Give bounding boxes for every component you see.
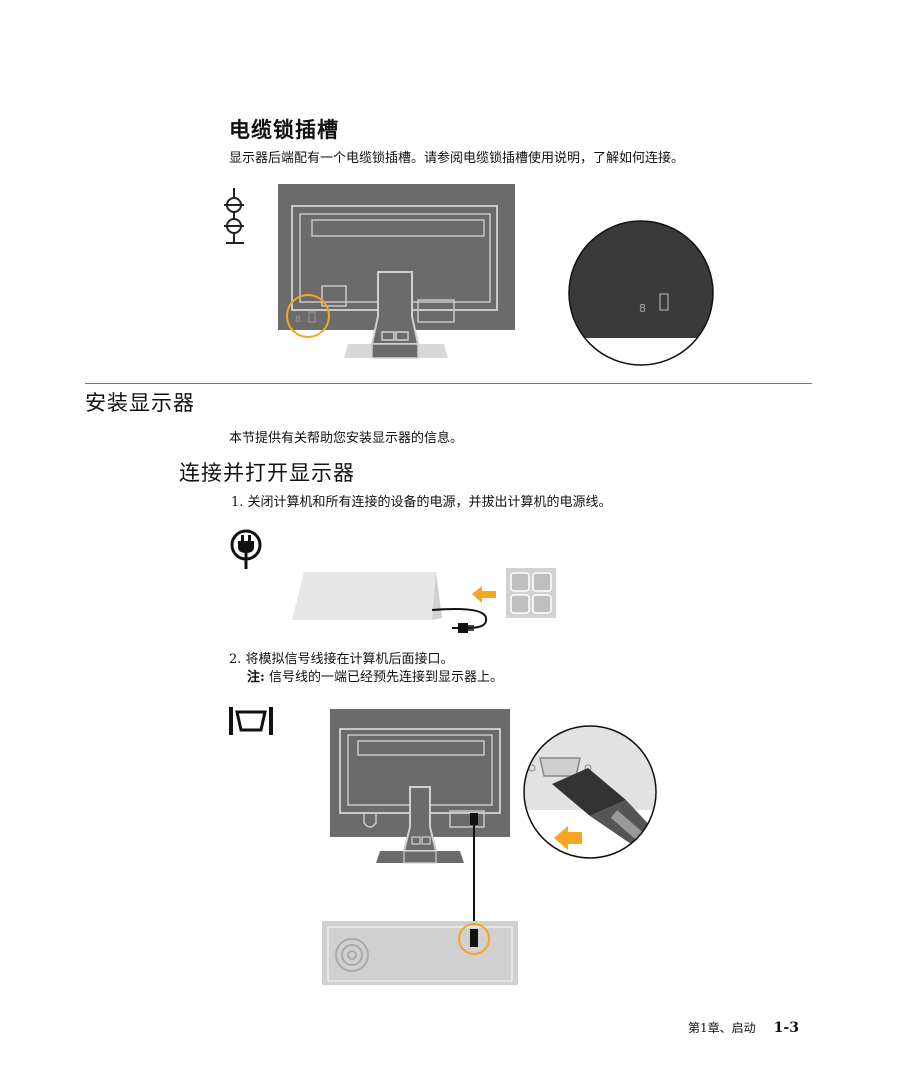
section-title-setup: 安装显示器: [85, 391, 195, 415]
power-plug-icon: [230, 529, 262, 569]
section-title-cable-lock: 电缆锁插槽: [229, 118, 339, 142]
monitor-back-illustration: 8: [278, 184, 515, 359]
step-2-text: 2. 将模拟信号线接在计算机后面接口。: [229, 652, 454, 667]
page-number: 1-3: [773, 1020, 799, 1036]
setup-intro: 本节提供有关帮助您安装显示器的信息。: [229, 431, 464, 446]
monitor-vga-illustration: [322, 709, 518, 985]
cable-lock-zoom-illustration: 8: [568, 220, 714, 366]
note-label: 注:: [247, 670, 265, 685]
power-disconnect-illustration: [292, 568, 556, 633]
section-divider: [85, 383, 812, 384]
step-1-text: 1. 关闭计算机和所有连接的设备的电源，并拔出计算机的电源线。: [231, 495, 612, 510]
cable-lock-icon: [224, 188, 244, 244]
vga-connector-icon: [229, 707, 273, 735]
note-line: 注: 信号线的一端已经预先连接到显示器上。: [247, 669, 503, 687]
svg-text:8: 8: [295, 315, 301, 325]
section-title-connect: 连接并打开显示器: [179, 461, 355, 485]
page-footer: 第1章、启动 1-3: [688, 1019, 799, 1036]
svg-text:8: 8: [639, 302, 646, 315]
footer-chapter: 第1章、启动: [688, 1021, 756, 1035]
note-text: 信号线的一端已经预先连接到显示器上。: [264, 670, 503, 685]
vga-zoom-illustration: [523, 725, 657, 859]
cable-lock-description: 显示器后端配有一个电缆锁插槽。请参阅电缆锁插槽使用说明，了解如何连接。: [229, 151, 685, 166]
